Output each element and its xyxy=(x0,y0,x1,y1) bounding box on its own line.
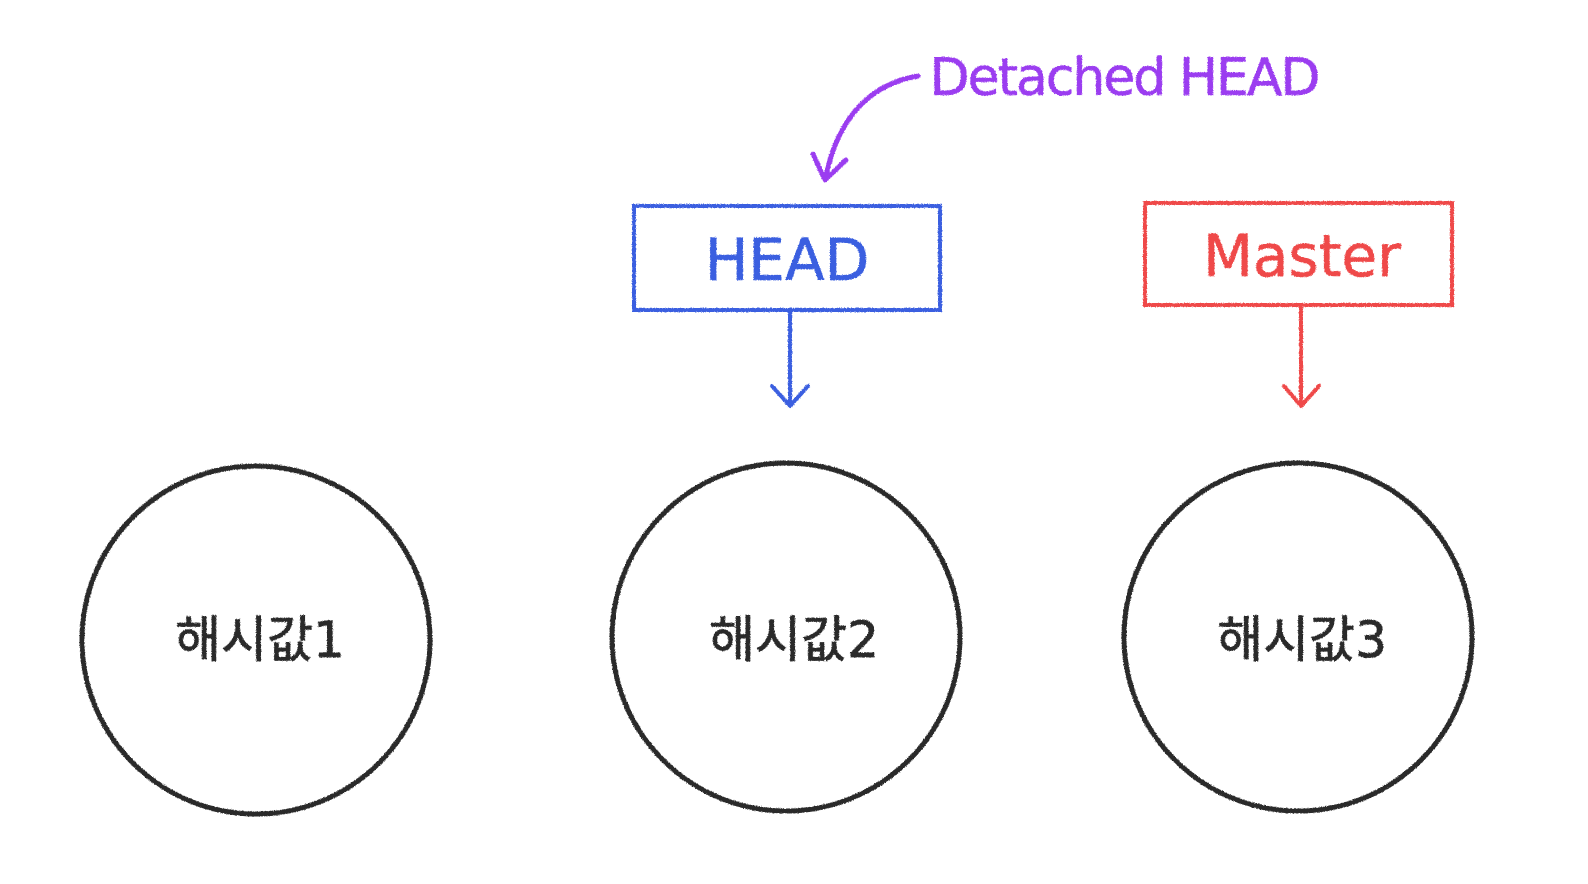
head-ref: HEAD xyxy=(632,204,942,408)
commit-node: 해시값1 xyxy=(79,463,433,817)
annotation-text: Detached HEAD xyxy=(930,48,1319,108)
annotation-arrowhead xyxy=(810,151,849,183)
commit-label: 해시값3 xyxy=(1217,611,1387,669)
head-ref-box xyxy=(632,204,942,312)
commit-node: 해시값2 xyxy=(609,460,963,814)
commit-circle xyxy=(79,463,433,817)
commit-node: 해시값3 xyxy=(1121,460,1475,814)
commit-circle xyxy=(1121,460,1475,814)
master-ref: Master xyxy=(1143,201,1454,408)
detached-head-annotation: Detached HEAD xyxy=(810,48,1321,183)
master-ref-label: Master xyxy=(1203,222,1401,290)
head-ref-arrowhead xyxy=(770,384,810,408)
commit-circle xyxy=(609,460,963,814)
annotation-curved-arrow xyxy=(823,73,921,179)
head-ref-label: HEAD xyxy=(705,226,870,294)
master-ref-arrowhead xyxy=(1282,384,1321,408)
master-ref-box xyxy=(1143,201,1454,307)
commit-label: 해시값1 xyxy=(175,611,345,669)
commit-label: 해시값2 xyxy=(709,611,879,669)
